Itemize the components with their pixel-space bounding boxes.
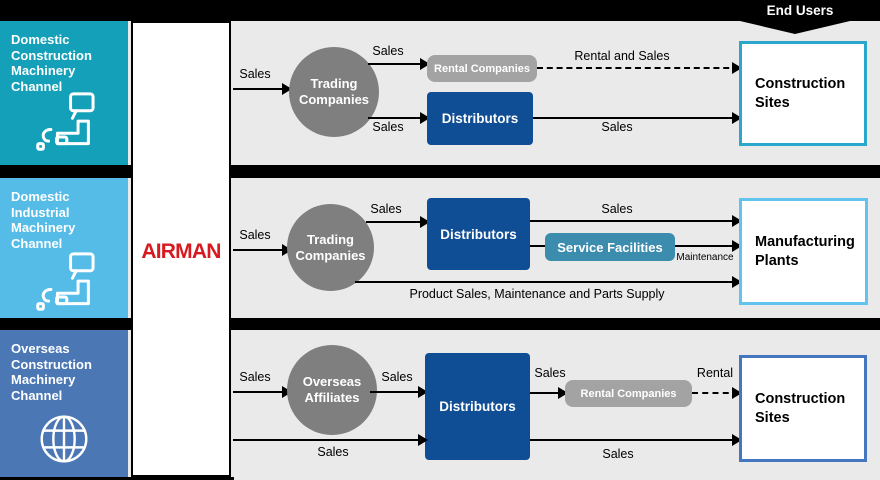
- arrow-label: Sales: [601, 120, 633, 134]
- arrow-sales-in: [233, 386, 292, 398]
- arrow-label: Sales: [239, 67, 271, 81]
- channel-title: Domestic Industrial Machinery Channel: [11, 189, 76, 251]
- end-node-manufacturing-plants: Manufacturing Plants: [739, 198, 868, 305]
- arrow-label: Sales: [239, 370, 271, 384]
- arrow-sales-to-rental: [530, 387, 568, 399]
- arrow-sales-top: [530, 215, 742, 227]
- node-trading-companies: Trading Companies: [287, 204, 374, 291]
- japan-map-icon: [36, 252, 95, 311]
- arrow-label: Maintenance: [676, 252, 734, 263]
- top-bar: [0, 0, 880, 21]
- node-distributors: Distributors: [425, 353, 530, 460]
- node-service-facilities: Service Facilities: [545, 233, 675, 261]
- arrow-sales-in: [233, 244, 292, 256]
- arrow-rental: [692, 387, 742, 399]
- arrow-label: Rental: [696, 366, 734, 380]
- arrow-sales-to-distributors: [370, 386, 428, 398]
- arrow-sales-out: [533, 112, 742, 124]
- channel-title: Overseas Construction Machinery Channel: [11, 341, 92, 403]
- brand-logo: AIRMAN: [141, 240, 221, 263]
- globe-icon: [40, 415, 88, 463]
- node-overseas-affiliates: Overseas Affiliates: [287, 345, 377, 435]
- node-trading-companies: Trading Companies: [289, 47, 379, 137]
- arrow-label: Sales: [317, 445, 349, 459]
- arrow-maintenance: [675, 240, 742, 252]
- connector-line: [530, 245, 546, 247]
- arrow-rental-and-sales: [537, 62, 742, 74]
- node-distributors: Distributors: [427, 198, 530, 270]
- node-rental-companies: Rental Companies: [427, 55, 537, 82]
- arrow-label: Product Sales, Maintenance and Parts Sup…: [409, 287, 665, 301]
- end-users-chevron-icon: [740, 21, 850, 34]
- end-users-label: End Users: [766, 3, 834, 18]
- arrow-label: Sales: [372, 44, 404, 58]
- arrow-label: Sales: [239, 228, 271, 242]
- arrow-label: Rental and Sales: [574, 49, 670, 63]
- node-rental-companies: Rental Companies: [565, 380, 692, 407]
- node-distributors: Distributors: [427, 92, 533, 145]
- end-node-construction-sites: Construction Sites: [739, 41, 867, 146]
- japan-map-icon: [36, 92, 95, 151]
- arrow-direct-supply: [355, 276, 742, 288]
- arrow-sales-to-distributors: [366, 216, 430, 228]
- channel-panel-overseas-construction: Overseas Construction Machinery Channel: [0, 330, 128, 477]
- arrow-label: Sales: [381, 370, 413, 384]
- channel-title: Domestic Construction Machinery Channel: [11, 32, 92, 94]
- arrow-label: Sales: [370, 202, 402, 216]
- arrow-label: Sales: [372, 120, 404, 134]
- brand-column: AIRMAN: [131, 21, 231, 477]
- arrow-sales-bottom-in: [233, 434, 428, 446]
- end-node-construction-sites: Construction Sites: [739, 355, 867, 462]
- channel-panel-domestic-construction: Domestic Construction Machinery Channel: [0, 21, 128, 165]
- bottom-bar: [0, 477, 234, 480]
- arrow-label: Sales: [534, 366, 566, 380]
- arrow-label: Sales: [602, 447, 634, 461]
- channel-panel-domestic-industrial: Domestic Industrial Machinery Channel: [0, 178, 128, 318]
- arrow-sales-to-rental: [368, 58, 430, 70]
- arrow-sales-to-distributors: [368, 112, 430, 124]
- arrow-sales-in: [233, 83, 292, 95]
- arrow-sales-out: [530, 434, 742, 446]
- arrow-label: Sales: [601, 202, 633, 216]
